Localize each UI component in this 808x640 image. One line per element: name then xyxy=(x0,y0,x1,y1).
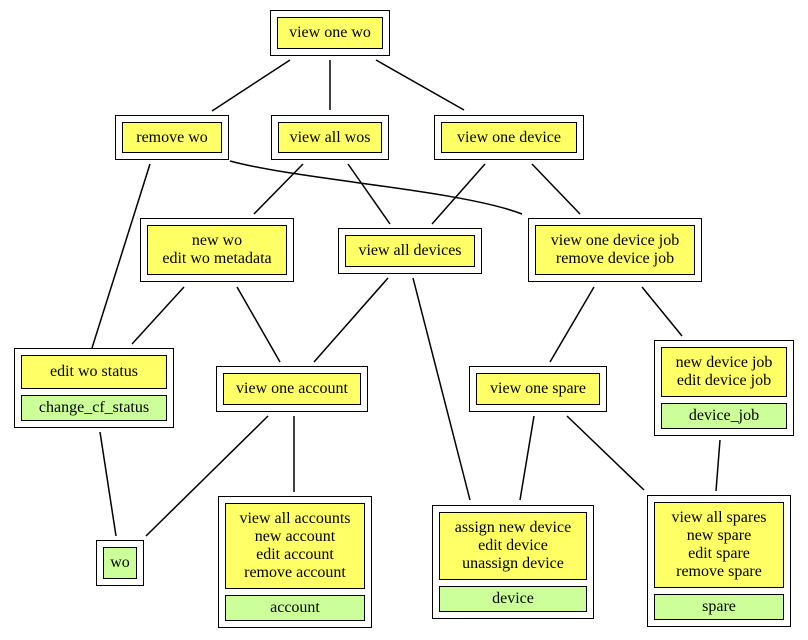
operations-box: edit wo status xyxy=(21,355,167,389)
node-view-one-account: view one account xyxy=(216,366,368,412)
edge xyxy=(519,415,535,501)
edge xyxy=(347,163,391,225)
edge xyxy=(91,163,151,349)
operation-label: remove spare xyxy=(676,563,762,580)
table-box: account xyxy=(225,595,365,621)
operation-label: view one wo xyxy=(289,24,371,41)
table-label: account xyxy=(270,599,320,616)
edge xyxy=(313,277,389,363)
node-view-all-wos: view all wos xyxy=(271,115,389,160)
operation-label: edit device xyxy=(478,537,548,554)
operation-label: view one account xyxy=(236,380,348,397)
operation-label: edit wo status xyxy=(50,363,138,380)
table-box: device_job xyxy=(661,403,787,429)
node-wo: wo xyxy=(96,540,144,586)
table-label: spare xyxy=(702,598,736,615)
edge xyxy=(211,59,291,112)
node-remove-wo: remove wo xyxy=(115,115,229,160)
operation-label: remove account xyxy=(244,564,346,581)
operation-label: edit spare xyxy=(688,545,750,562)
operation-label: unassign device xyxy=(462,555,564,572)
operations-box: view one spare xyxy=(476,373,600,405)
operation-label: new device job xyxy=(675,354,773,371)
operation-label: edit device job xyxy=(676,372,772,389)
operation-label: edit wo metadata xyxy=(162,250,272,267)
edge xyxy=(531,163,581,215)
operation-label: edit account xyxy=(256,546,334,563)
operation-label: remove device job xyxy=(555,250,675,267)
edge xyxy=(641,286,683,337)
edge xyxy=(566,415,645,491)
table-label: device xyxy=(492,590,534,607)
operations-box: view one account xyxy=(223,373,361,405)
node-view-all-devices: view all devices xyxy=(338,228,482,274)
edge xyxy=(99,431,117,537)
edge xyxy=(236,286,281,363)
operation-label: view all accounts xyxy=(239,510,351,527)
edge xyxy=(229,160,523,215)
operation-label: view all spares xyxy=(671,509,767,526)
node-view-one-spare: view one spare xyxy=(469,366,607,412)
operation-label: new account xyxy=(254,528,336,545)
edge xyxy=(145,415,269,537)
edge xyxy=(131,286,185,345)
operation-label: view all wos xyxy=(289,128,371,146)
edge xyxy=(253,163,304,215)
operations-box: view all wos xyxy=(278,122,382,153)
operations-box: remove wo xyxy=(122,122,222,153)
edge xyxy=(549,286,595,363)
table-label: change_cf_status xyxy=(38,399,150,416)
table-label: wo xyxy=(110,554,130,571)
operation-label: view one device job xyxy=(550,232,680,249)
node-view-one-wo: view one wo xyxy=(270,10,390,56)
table-label: device_job xyxy=(688,407,760,424)
table-box: spare xyxy=(654,594,784,620)
operations-box: view one wo xyxy=(277,17,383,49)
edge xyxy=(412,277,471,501)
operations-box: view one device xyxy=(441,122,577,153)
node-edit-wo-status: edit wo status change_cf_status xyxy=(14,348,174,428)
operations-box: view all devices xyxy=(345,235,475,267)
node-view-one-device: view one device xyxy=(434,115,584,160)
edge xyxy=(431,163,486,225)
operation-label: view one device xyxy=(457,128,561,146)
table-box: device xyxy=(439,586,587,612)
operation-label: new wo xyxy=(191,232,243,249)
operation-label: assign new device xyxy=(454,519,572,536)
operation-label: view one spare xyxy=(490,380,586,397)
operation-label: view all devices xyxy=(358,242,462,259)
operation-label: remove wo xyxy=(136,128,208,146)
table-box: change_cf_status xyxy=(21,395,167,421)
table-box: wo xyxy=(103,547,137,579)
operation-label: new spare xyxy=(686,527,752,544)
edge xyxy=(375,59,465,111)
edge xyxy=(715,439,721,492)
